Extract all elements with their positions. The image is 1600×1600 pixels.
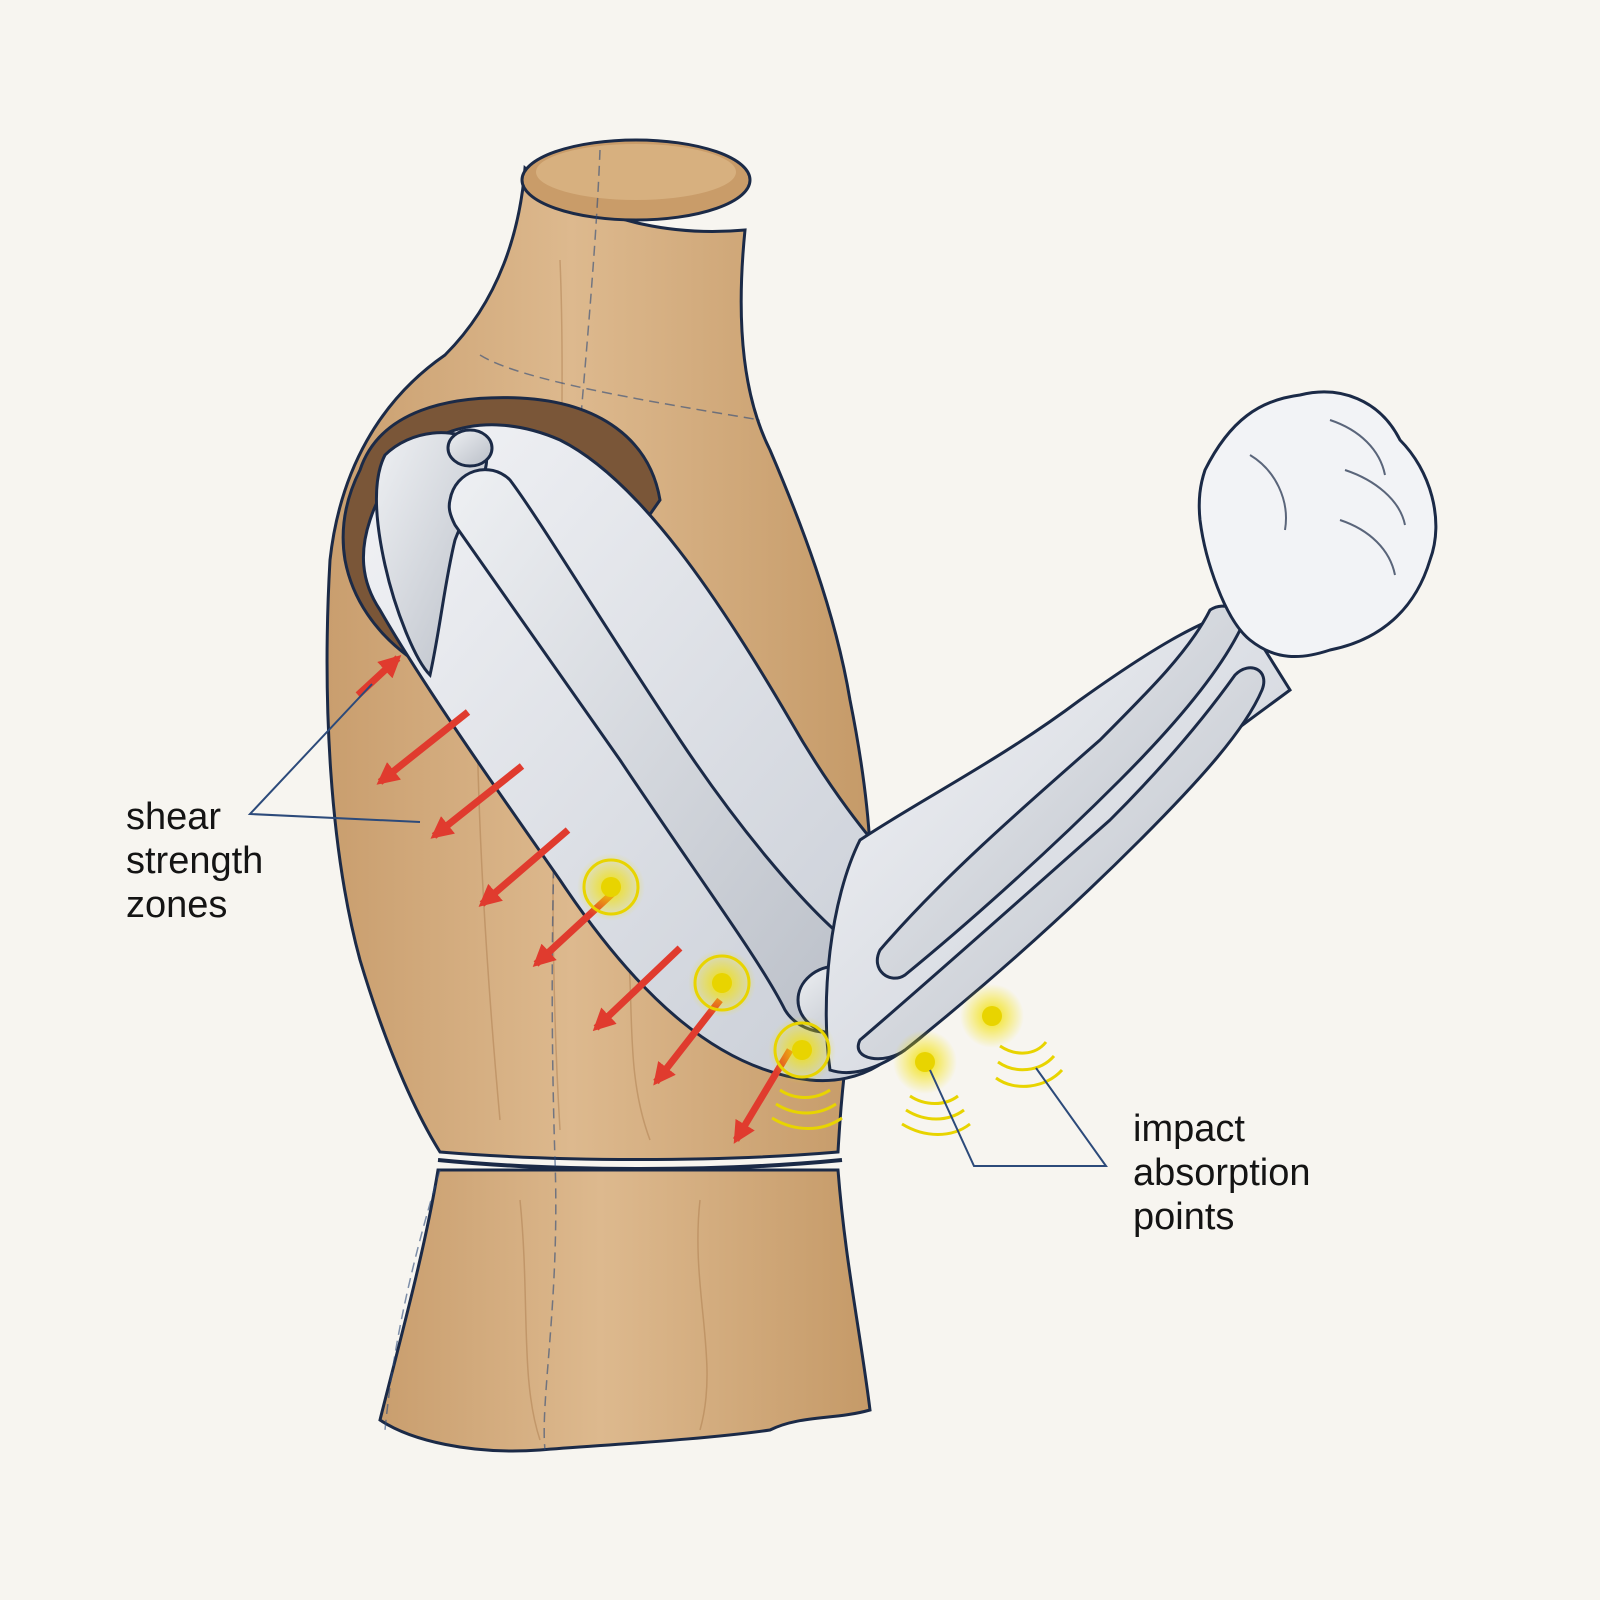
- shear-arrow: [592, 945, 683, 1032]
- shear-arrow: [376, 709, 471, 785]
- impact-leader-line: [929, 1067, 1108, 1167]
- impact-absorption-markers: [577, 853, 1064, 1136]
- fist: [1197, 390, 1438, 659]
- waist-seam: [437, 1158, 843, 1171]
- impact-marker: [768, 1016, 843, 1130]
- shear-arrow: [355, 654, 402, 698]
- impact-marker: [893, 1030, 971, 1136]
- impact-absorption-label: impact absorption points: [1133, 1108, 1311, 1238]
- impact-marker: [577, 853, 645, 921]
- shear-leader-line: [247, 683, 421, 823]
- leader-lines: [247, 683, 1108, 1167]
- humeral-head: [446, 428, 494, 468]
- shear-strength-label: shear strength zones: [126, 796, 264, 926]
- shear-arrow: [430, 763, 525, 839]
- construction-lines: [384, 149, 761, 1451]
- impact-marker: [960, 984, 1064, 1088]
- ulna-bone: [856, 666, 1266, 1061]
- shear-arrow: [478, 827, 571, 907]
- mannequin-lower-torso: [378, 1168, 872, 1453]
- impact-marker: [688, 949, 756, 1017]
